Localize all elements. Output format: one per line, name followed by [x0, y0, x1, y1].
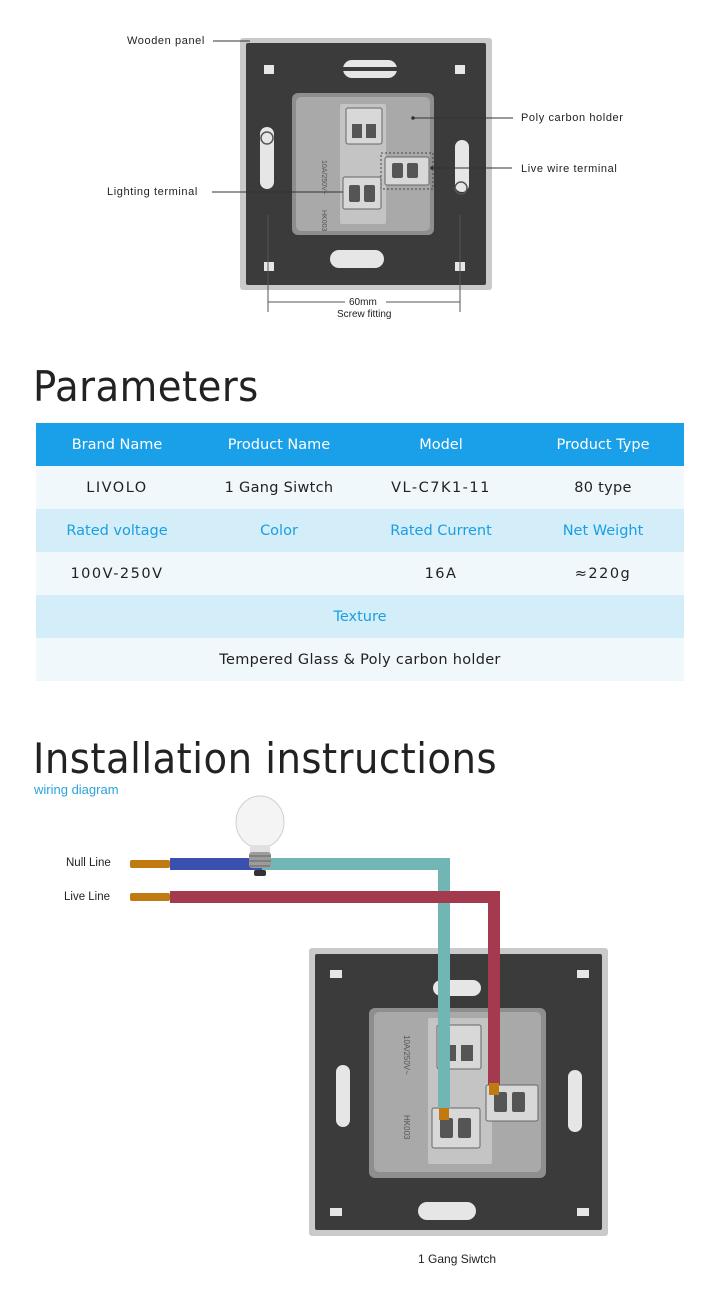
label-live-wire-terminal: Live wire terminal [521, 163, 618, 175]
table-cell: Net Weight [522, 509, 684, 552]
switch-drawing: 10A/250V~ HK003 [212, 38, 513, 312]
label-screw-fitting: Screw fitting [337, 309, 392, 320]
wiring-drawing: 10A/250V~ HK003 [130, 795, 608, 1236]
label-live-line: Live Line [64, 891, 111, 903]
table-cell: 1 Gang Siwtch [198, 466, 360, 509]
table-cell: Product Type [522, 423, 684, 466]
table-cell: Rated voltage [36, 509, 198, 552]
table-cell: Product Name [198, 423, 360, 466]
switch-diagram: 10A/250V~ HK003 Wooden panel Poly carbon… [0, 0, 720, 340]
label-dimension: 60mm [349, 297, 377, 308]
module-rating-text: 10A/250V~ [402, 1035, 411, 1075]
light-bulb-icon [235, 795, 285, 876]
table-cell: Rated Current [360, 509, 522, 552]
table-cell: ≈220g [522, 552, 684, 595]
null-wire [170, 858, 262, 870]
table-cell: 16A [360, 552, 522, 595]
switch-caption: 1 Gang Siwtch [418, 1252, 497, 1266]
label-wooden-panel: Wooden panel [127, 35, 205, 47]
label-poly-carbon-holder: Poly carbon holder [521, 112, 624, 124]
wiring-diagram: 10A/250V~ HK003 Null Line Live Line 1 Ga… [0, 790, 720, 1294]
null-wire-core [130, 860, 170, 868]
table-cell: Model [360, 423, 522, 466]
live-wire-core [130, 893, 170, 901]
installation-title: Installation instructions [33, 734, 498, 783]
table-cell [198, 552, 360, 595]
parameters-title: Parameters [33, 362, 259, 411]
table-row: Texture [36, 595, 684, 638]
label-lighting-terminal: Lighting terminal [107, 186, 198, 198]
table-row: Rated voltage Color Rated Current Net We… [36, 509, 684, 552]
table-cell: Tempered Glass & Poly carbon holder [36, 638, 684, 681]
table-row: 100V-250V 16A ≈220g [36, 552, 684, 595]
table-cell: 80 type [522, 466, 684, 509]
table-cell: Color [198, 509, 360, 552]
table-cell: VL-C7K1-11 [360, 466, 522, 509]
table-row: Tempered Glass & Poly carbon holder [36, 638, 684, 681]
table-cell: Texture [36, 595, 684, 638]
table-row: LIVOLO 1 Gang Siwtch VL-C7K1-11 80 type [36, 466, 684, 509]
module-rating-text: 10A/250V~ [320, 160, 327, 195]
module-code-text: HK003 [320, 210, 327, 232]
parameters-table: Brand Name Product Name Model Product Ty… [36, 423, 684, 681]
table-cell: LIVOLO [36, 466, 198, 509]
module-code-text: HK003 [402, 1115, 411, 1140]
label-null-line: Null Line [66, 857, 111, 869]
wiring-diagram-subtitle: wiring diagram [34, 782, 119, 797]
table-row: Brand Name Product Name Model Product Ty… [36, 423, 684, 466]
table-cell: Brand Name [36, 423, 198, 466]
live-wire [170, 891, 500, 1085]
lamp-wire [262, 858, 450, 1108]
table-cell: 100V-250V [36, 552, 198, 595]
